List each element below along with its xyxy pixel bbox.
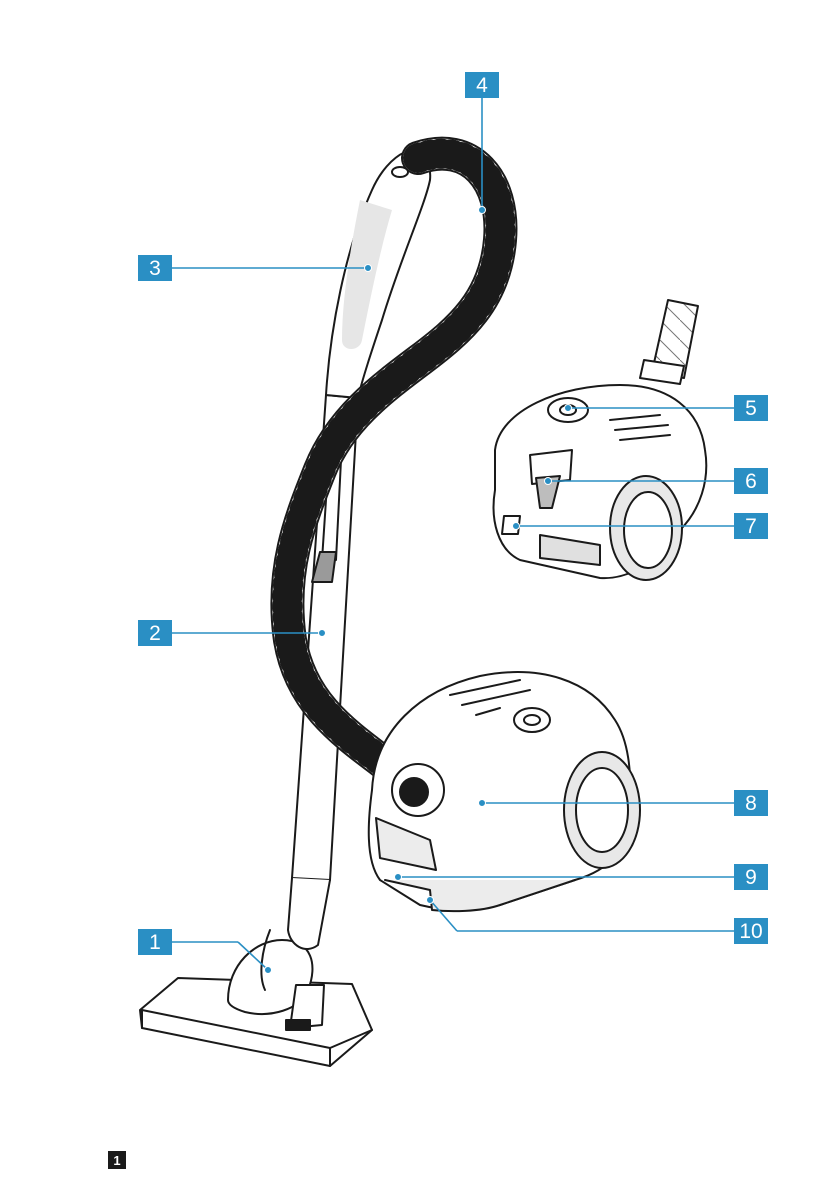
leader-dot-5 — [565, 405, 572, 412]
leader-dot-8 — [479, 800, 486, 807]
callout-3: 3 — [138, 255, 172, 281]
leader-dot-2 — [319, 630, 326, 637]
leader-dot-3 — [365, 265, 372, 272]
callout-5: 5 — [734, 395, 768, 421]
callout-4: 4 — [465, 72, 499, 98]
callout-8: 8 — [734, 790, 768, 816]
callout-1: 1 — [138, 929, 172, 955]
callout-7: 7 — [734, 513, 768, 539]
callout-9: 9 — [734, 864, 768, 890]
leader-dot-4 — [479, 207, 486, 214]
rear-view-illustration — [494, 300, 707, 580]
leader-dot-9 — [395, 874, 402, 881]
leader-dot-7 — [513, 523, 520, 530]
callout-2: 2 — [138, 620, 172, 646]
leader-dot-6 — [545, 478, 552, 485]
leader-dot-1 — [265, 967, 272, 974]
leader-dot-10 — [427, 897, 434, 904]
callout-10: 10 — [734, 918, 768, 944]
callout-6: 6 — [734, 468, 768, 494]
vacuum-body — [369, 672, 640, 911]
figure-number: 1 — [108, 1151, 126, 1169]
main-vacuum-illustration — [140, 151, 640, 1066]
floor-nozzle — [140, 930, 372, 1066]
